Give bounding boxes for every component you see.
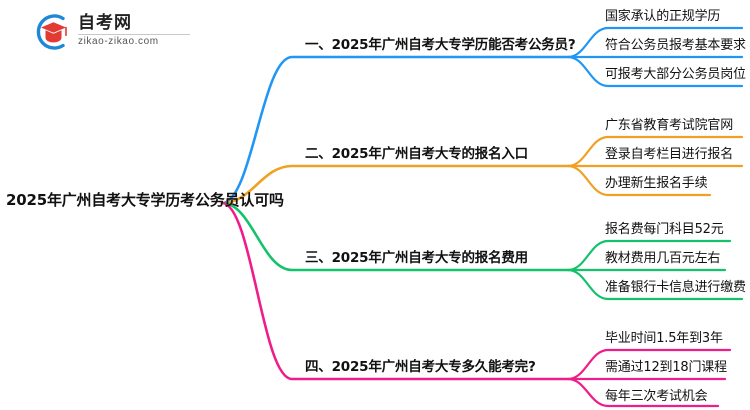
branch-connector-3 — [220, 201, 744, 301]
logo-divider — [78, 34, 190, 35]
leaf-label-4-1[interactable]: 毕业时间1.5年到3年 — [605, 331, 723, 346]
branch-label-2[interactable]: 二、2025年广州自考大专的报名入口 — [305, 146, 528, 162]
branch-connector-1 — [220, 26, 744, 205]
leaf-label-1-2[interactable]: 符合公务员报考基本要求 — [605, 38, 746, 53]
leaf-label-4-2[interactable]: 需通过12到18门课程 — [605, 360, 727, 375]
leaf-label-3-2[interactable]: 教材费用几百元左右 — [605, 251, 721, 266]
logo-subtitle: zikao-zikao.com — [78, 36, 159, 47]
logo-title: 自考网 — [78, 13, 132, 33]
branch-connector-2 — [220, 135, 744, 205]
leaf-label-3-3[interactable]: 准备银行卡信息进行缴费 — [605, 280, 746, 295]
leaf-label-1-1[interactable]: 国家承认的正规学历 — [605, 9, 721, 24]
logo-text-block: 自考网 zikao-zikao.com — [78, 13, 190, 48]
site-logo: 自考网 zikao-zikao.com — [30, 8, 200, 54]
leaf-label-2-2[interactable]: 登录自考栏目进行报名 — [605, 147, 734, 162]
root-node-label[interactable]: 2025年广州自考大专学历考公务员认可吗 — [6, 191, 284, 209]
leaf-label-2-1[interactable]: 广东省教育考试院官网 — [605, 118, 734, 133]
leaf-label-1-3[interactable]: 可报考大部分公务员岗位 — [605, 67, 746, 82]
leaf-label-2-3[interactable]: 办理新生报名手续 — [605, 176, 708, 191]
graduation-cap-logo-icon — [36, 14, 67, 50]
leaf-label-4-3[interactable]: 每年三次考试机会 — [605, 389, 708, 404]
branch-label-3[interactable]: 三、2025年广州自考大专的报名费用 — [305, 250, 528, 266]
branch-label-4[interactable]: 四、2025年广州自考大专多久能考完? — [305, 359, 536, 375]
branch-label-1[interactable]: 一、2025年广州自考大专学历能否考公务员? — [305, 37, 576, 53]
branch-connector-4 — [220, 201, 732, 408]
leaf-label-3-1[interactable]: 报名费每门科目52元 — [605, 222, 724, 237]
